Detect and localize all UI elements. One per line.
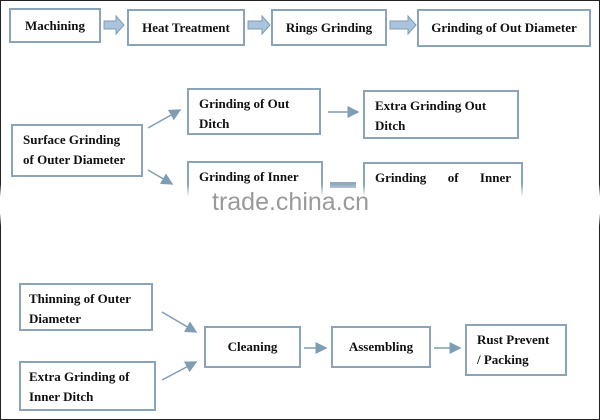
- step-grinding-out-diameter: Grinding of Out Diameter: [417, 9, 591, 47]
- block-arrow: [389, 14, 417, 36]
- step-rust-prevent-packing: Rust Prevent / Packing: [465, 324, 567, 376]
- step-extra-grinding-inner-ditch: Extra Grinding of Inner Ditch: [19, 361, 156, 411]
- block-arrow: [103, 14, 125, 36]
- step-cleaning: Cleaning: [204, 326, 301, 368]
- step-machining: Machining: [9, 8, 101, 43]
- step-assembling: Assembling: [331, 326, 431, 368]
- step-surface-grinding: Surface Grinding of Outer Diameter: [11, 124, 143, 177]
- step-extra-grinding-out-ditch: Extra Grinding Out Ditch: [363, 90, 519, 139]
- watermark: trade.china.cn: [212, 188, 370, 216]
- block-arrow: [247, 14, 271, 36]
- step-rings-grinding: Rings Grinding: [271, 9, 387, 46]
- step-heat-treatment: Heat Treatment: [127, 9, 245, 46]
- step-grinding-out-ditch: Grinding of Out Ditch: [187, 88, 321, 135]
- watermark-band: [0, 184, 600, 226]
- step-thinning-outer-diameter: Thinning of Outer Diameter: [19, 283, 153, 331]
